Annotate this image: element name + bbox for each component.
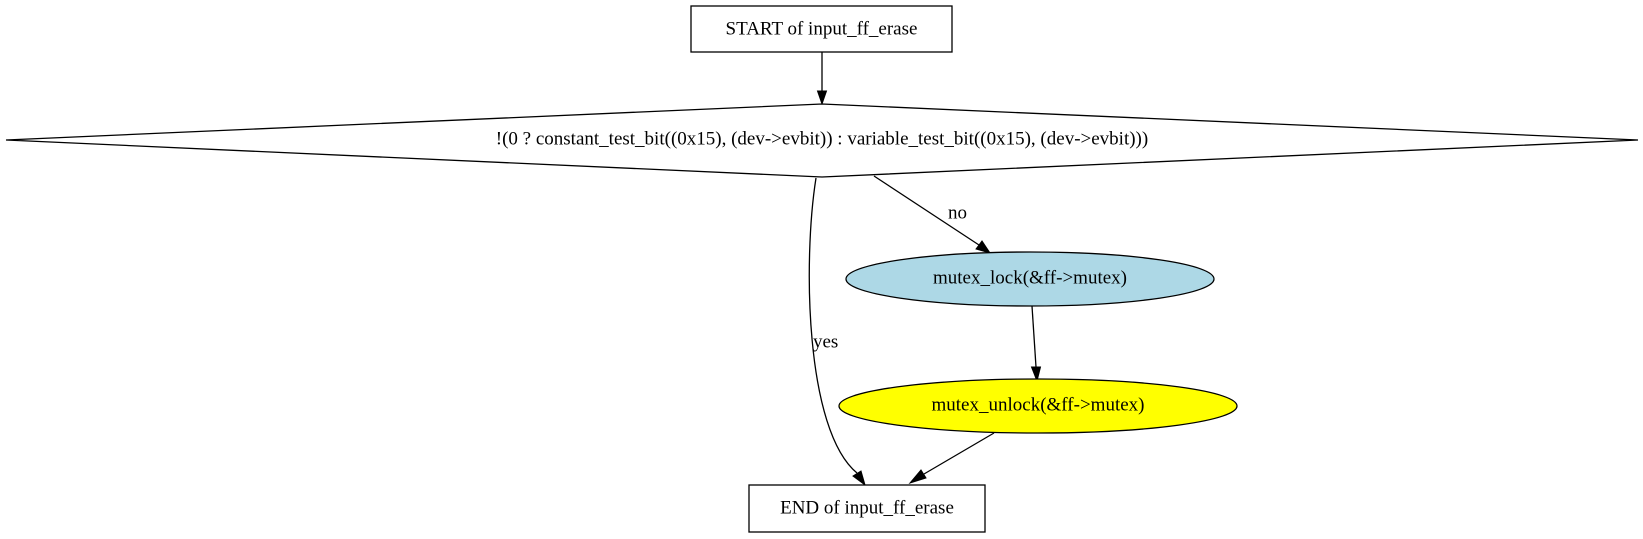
edge-label-no: no xyxy=(948,203,967,224)
mutex-lock-node: mutex_lock(&ff->mutex) xyxy=(845,251,1215,307)
edge-lock-to-unlock-arrowhead xyxy=(1030,366,1042,383)
edge-unlock-to-end-arrowhead xyxy=(908,469,927,484)
mutex-lock-node-ellipse xyxy=(845,251,1215,307)
mutex-unlock-node-label: mutex_unlock(&ff->mutex) xyxy=(932,395,1145,416)
end-node-label: END of input_ff_erase xyxy=(780,498,954,519)
condition-node: !(0 ? constant_test_bit((0x15), (dev->ev… xyxy=(5,103,1639,178)
edge-condition-to-lock-line xyxy=(873,175,980,246)
end-node-box xyxy=(748,484,986,533)
edge-condition-to-end-arrowhead xyxy=(852,470,866,487)
start-node-label: START of input_ff_erase xyxy=(726,19,918,40)
condition-node-label: !(0 ? constant_test_bit((0x15), (dev->ev… xyxy=(496,129,1148,150)
edge-condition-to-lock: no xyxy=(873,175,992,254)
edge-unlock-to-end-line xyxy=(923,432,995,475)
condition-node-diamond xyxy=(5,103,1639,178)
mutex-lock-node-label: mutex_lock(&ff->mutex) xyxy=(933,268,1127,289)
mutex-unlock-node-ellipse xyxy=(838,378,1238,434)
edge-start-to-condition-arrowhead xyxy=(816,90,828,106)
edge-condition-to-end-line xyxy=(808,177,858,474)
start-node: START of input_ff_erase xyxy=(690,5,953,53)
edge-lock-to-unlock xyxy=(1030,305,1042,383)
edge-label-yes: yes xyxy=(813,332,838,353)
start-node-box xyxy=(690,5,953,53)
end-node: END of input_ff_erase xyxy=(748,484,986,533)
edge-start-to-condition xyxy=(816,52,828,106)
edge-lock-to-unlock-line xyxy=(1031,305,1037,368)
edge-condition-to-end: yes xyxy=(808,177,866,487)
edge-unlock-to-end xyxy=(908,432,995,484)
edge-condition-to-lock-arrowhead xyxy=(975,240,992,254)
mutex-unlock-node: mutex_unlock(&ff->mutex) xyxy=(838,378,1238,434)
